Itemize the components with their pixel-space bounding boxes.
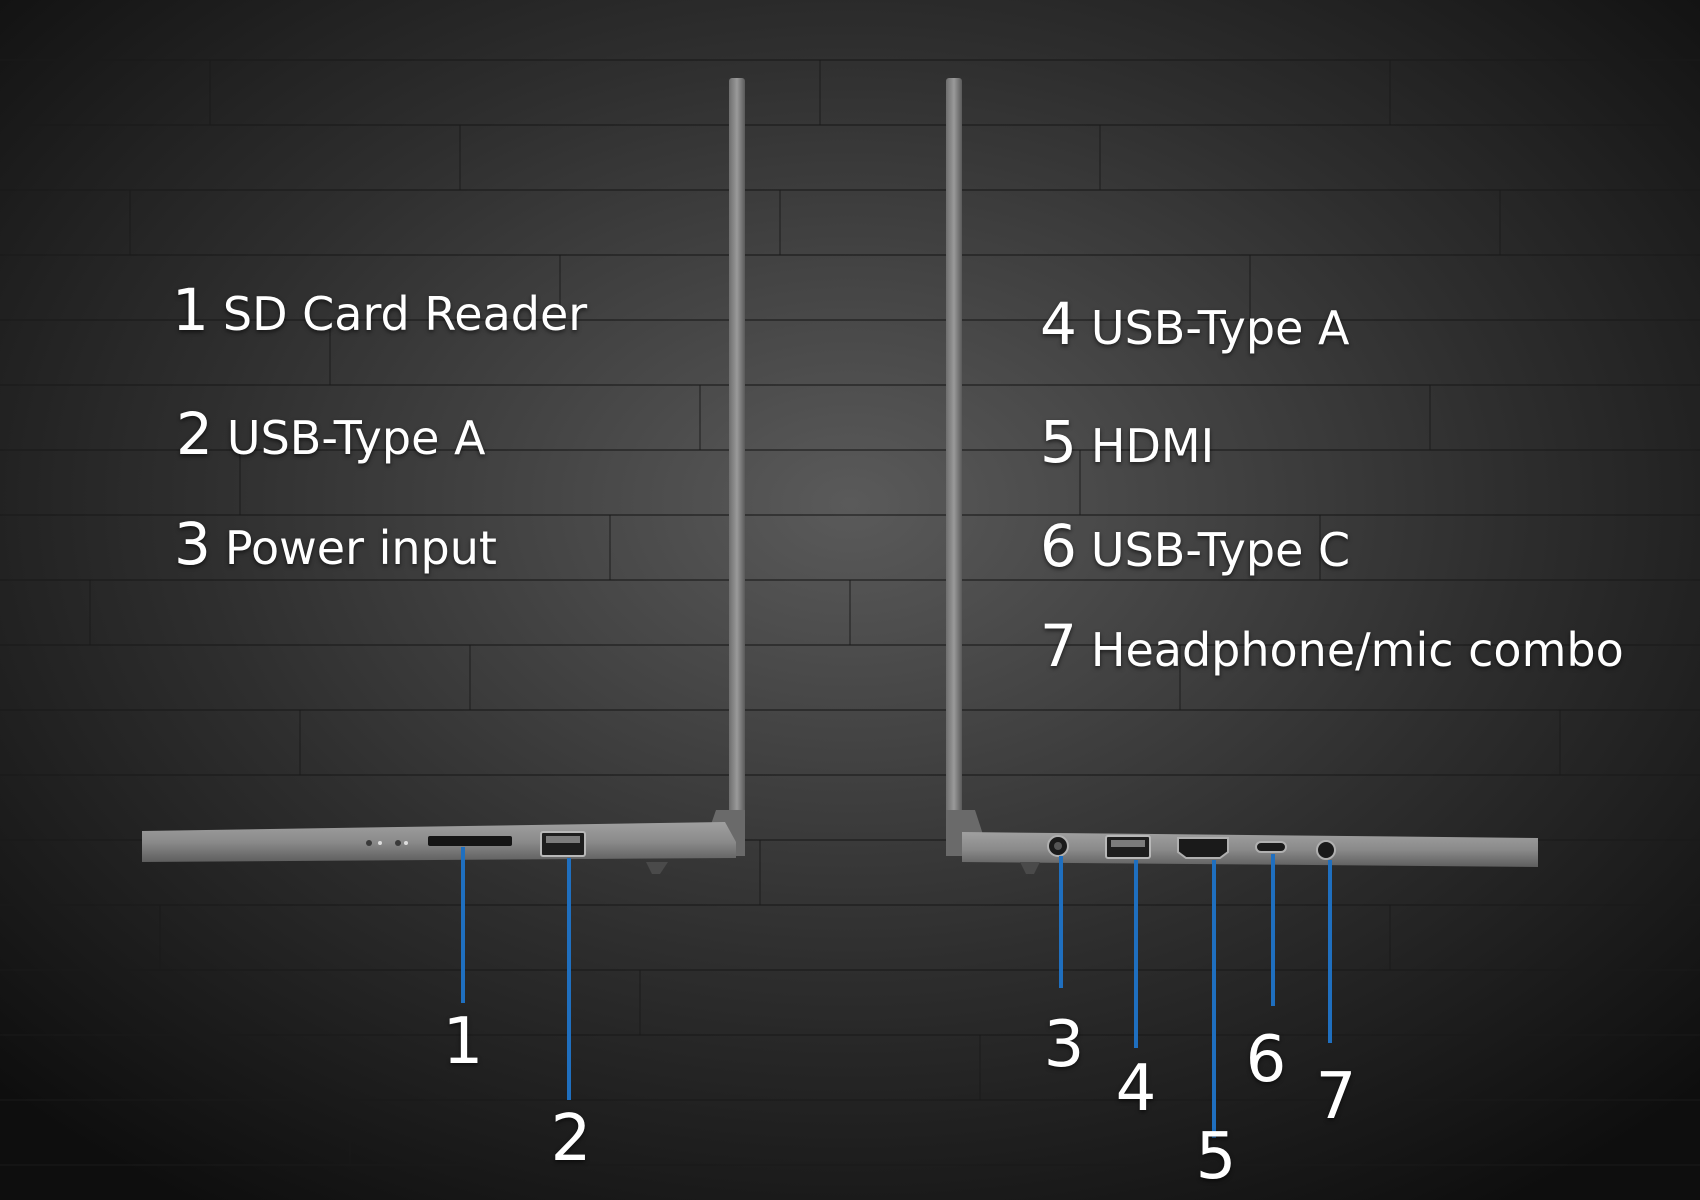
wood-planks — [0, 59, 1700, 1166]
led-dot-icon — [378, 841, 382, 845]
usb-a-port-right-tongue — [1111, 840, 1145, 847]
legend-number: 2 — [176, 400, 213, 468]
legend-number: 4 — [1040, 290, 1077, 358]
legend-number: 5 — [1040, 408, 1077, 476]
legend-item-hdmi: 5 HDMI — [1040, 408, 1214, 476]
legend-number: 3 — [174, 510, 211, 578]
headset-indicator-icon — [395, 840, 401, 846]
legend-label: Power input — [224, 521, 497, 575]
callout-number-1: 1 — [442, 1005, 484, 1079]
right-laptop-foot — [1020, 862, 1040, 874]
led-indicator-icon — [366, 840, 372, 846]
legend-number: 1 — [172, 276, 209, 344]
legend-item-power-input: 3 Power input — [174, 510, 497, 578]
legend-item-usb-type-a-left: 2 USB-Type A — [176, 400, 485, 468]
left-laptop-lid — [729, 78, 745, 856]
usb-a-port-left-tongue — [546, 836, 580, 843]
legend-label: USB-Type A — [226, 411, 486, 465]
callout-number-6: 6 — [1245, 1023, 1287, 1097]
usb-a-port-left — [540, 831, 586, 857]
legend-item-sd-card-reader: 1 SD Card Reader — [172, 276, 587, 344]
legend-item-usb-type-c: 6 USB-Type C — [1040, 512, 1350, 580]
left-laptop-foot — [646, 862, 668, 874]
legend-item-usb-type-a-right: 4 USB-Type A — [1040, 290, 1349, 358]
leader-lines — [461, 847, 1332, 1138]
laptop-right-side — [946, 78, 1538, 874]
status-dot-icon — [404, 841, 408, 845]
power-input-pin — [1054, 842, 1062, 850]
callout-number-5: 5 — [1195, 1120, 1237, 1194]
legend-item-headphone-mic-combo: 7 Headphone/mic combo — [1040, 612, 1624, 680]
legend-number: 6 — [1040, 512, 1077, 580]
legend-label: HDMI — [1090, 419, 1215, 473]
right-laptop-lid — [946, 78, 962, 856]
wood-plank-joints — [89, 60, 1561, 1165]
callout-number-2: 2 — [550, 1102, 592, 1176]
legend-number: 7 — [1040, 612, 1077, 680]
usb-c-port — [1255, 841, 1287, 853]
callout-number-4: 4 — [1115, 1052, 1157, 1126]
legend-label: SD Card Reader — [222, 287, 588, 341]
callout-number-7: 7 — [1315, 1060, 1357, 1134]
legend-label: USB-Type C — [1090, 523, 1351, 577]
laptop-left-side — [142, 78, 745, 874]
hdmi-port — [1177, 837, 1229, 859]
sd-card-slot — [428, 836, 512, 846]
callout-number-3: 3 — [1043, 1008, 1085, 1082]
legend-label: USB-Type A — [1090, 301, 1350, 355]
legend-label: Headphone/mic combo — [1090, 623, 1624, 677]
audio-combo-jack — [1316, 840, 1336, 860]
